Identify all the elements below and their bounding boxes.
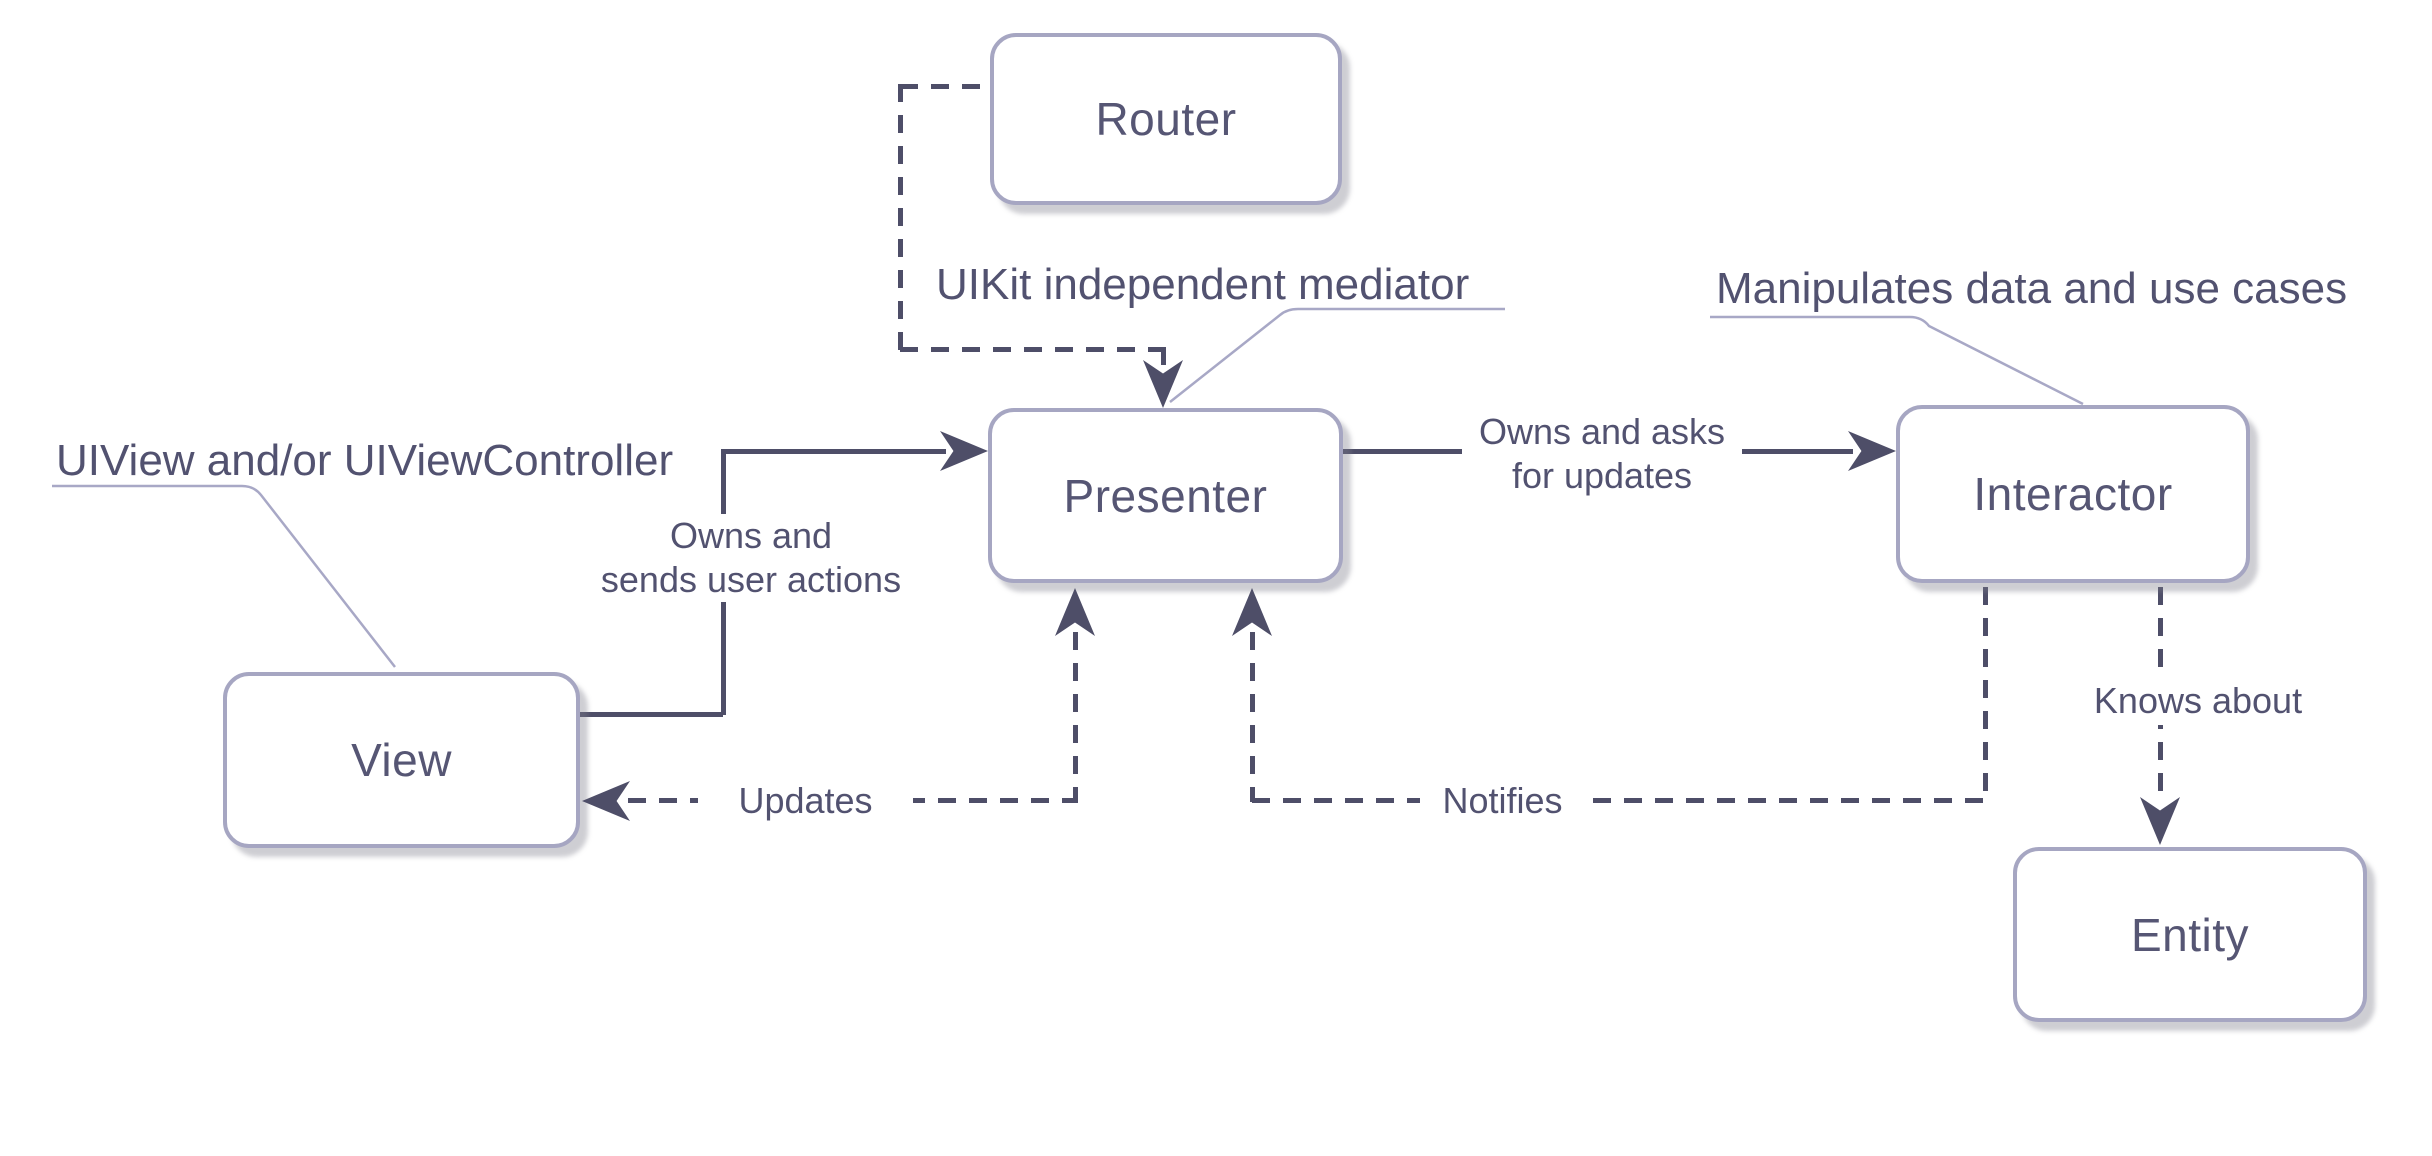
node-interactor: Interactor bbox=[1896, 405, 2250, 583]
edge-label-owns-asks-line2: for updates bbox=[1511, 455, 1693, 496]
edge-label-owns-asks: Owns and asks for updates bbox=[1462, 410, 1742, 498]
edge-label-notifies: Notifies bbox=[1420, 777, 1585, 825]
edge-label-updates: Updates bbox=[698, 777, 913, 825]
edge-notifies-segment-horizontal bbox=[1252, 798, 1987, 803]
edge-router-presenter-segment-horizontal bbox=[900, 347, 1165, 352]
edge-updates-segment-vertical bbox=[1073, 632, 1078, 802]
edge-label-owns-asks-line1: Owns and asks bbox=[1478, 411, 1726, 452]
node-presenter: Presenter bbox=[988, 408, 1343, 583]
edge-label-owns-sends-line1: Owns and bbox=[669, 515, 833, 556]
node-interactor-label: Interactor bbox=[1973, 468, 2173, 520]
presenter-note-leader-line bbox=[1169, 307, 1505, 403]
callout-view-note: UIView and/or UIViewController bbox=[56, 436, 674, 485]
node-view: View bbox=[223, 672, 580, 848]
edge-label-owns-sends-line2: sends user actions bbox=[600, 559, 902, 600]
callout-presenter-note: UIKit independent mediator bbox=[936, 260, 1470, 309]
edge-router-presenter-segment-exit bbox=[900, 84, 990, 89]
edge-label-knows-about: Knows about bbox=[2078, 677, 2318, 725]
node-entity-label: Entity bbox=[2130, 908, 2250, 961]
node-entity: Entity bbox=[2013, 847, 2367, 1022]
edge-router-presenter-segment-drop bbox=[1161, 347, 1166, 367]
interactor-note-leader-line bbox=[1710, 315, 2084, 406]
node-router-label: Router bbox=[1095, 93, 1237, 145]
node-view-label: View bbox=[351, 734, 452, 786]
node-presenter-label: Presenter bbox=[1063, 469, 1268, 522]
edge-notifies-segment-vertical-right bbox=[1983, 587, 1988, 800]
edge-router-presenter-segment-vertical bbox=[898, 84, 903, 352]
edge-view-presenter-segment-top bbox=[721, 449, 946, 454]
view-note-leader-line bbox=[52, 484, 396, 668]
edge-notifies-segment-vertical-left bbox=[1250, 632, 1255, 802]
node-router: Router bbox=[990, 33, 1342, 205]
edge-view-presenter-segment-bottom bbox=[578, 712, 723, 717]
callout-interactor-note: Manipulates data and use cases bbox=[1716, 264, 2348, 313]
edge-label-owns-sends: Owns and sends user actions bbox=[575, 514, 927, 602]
